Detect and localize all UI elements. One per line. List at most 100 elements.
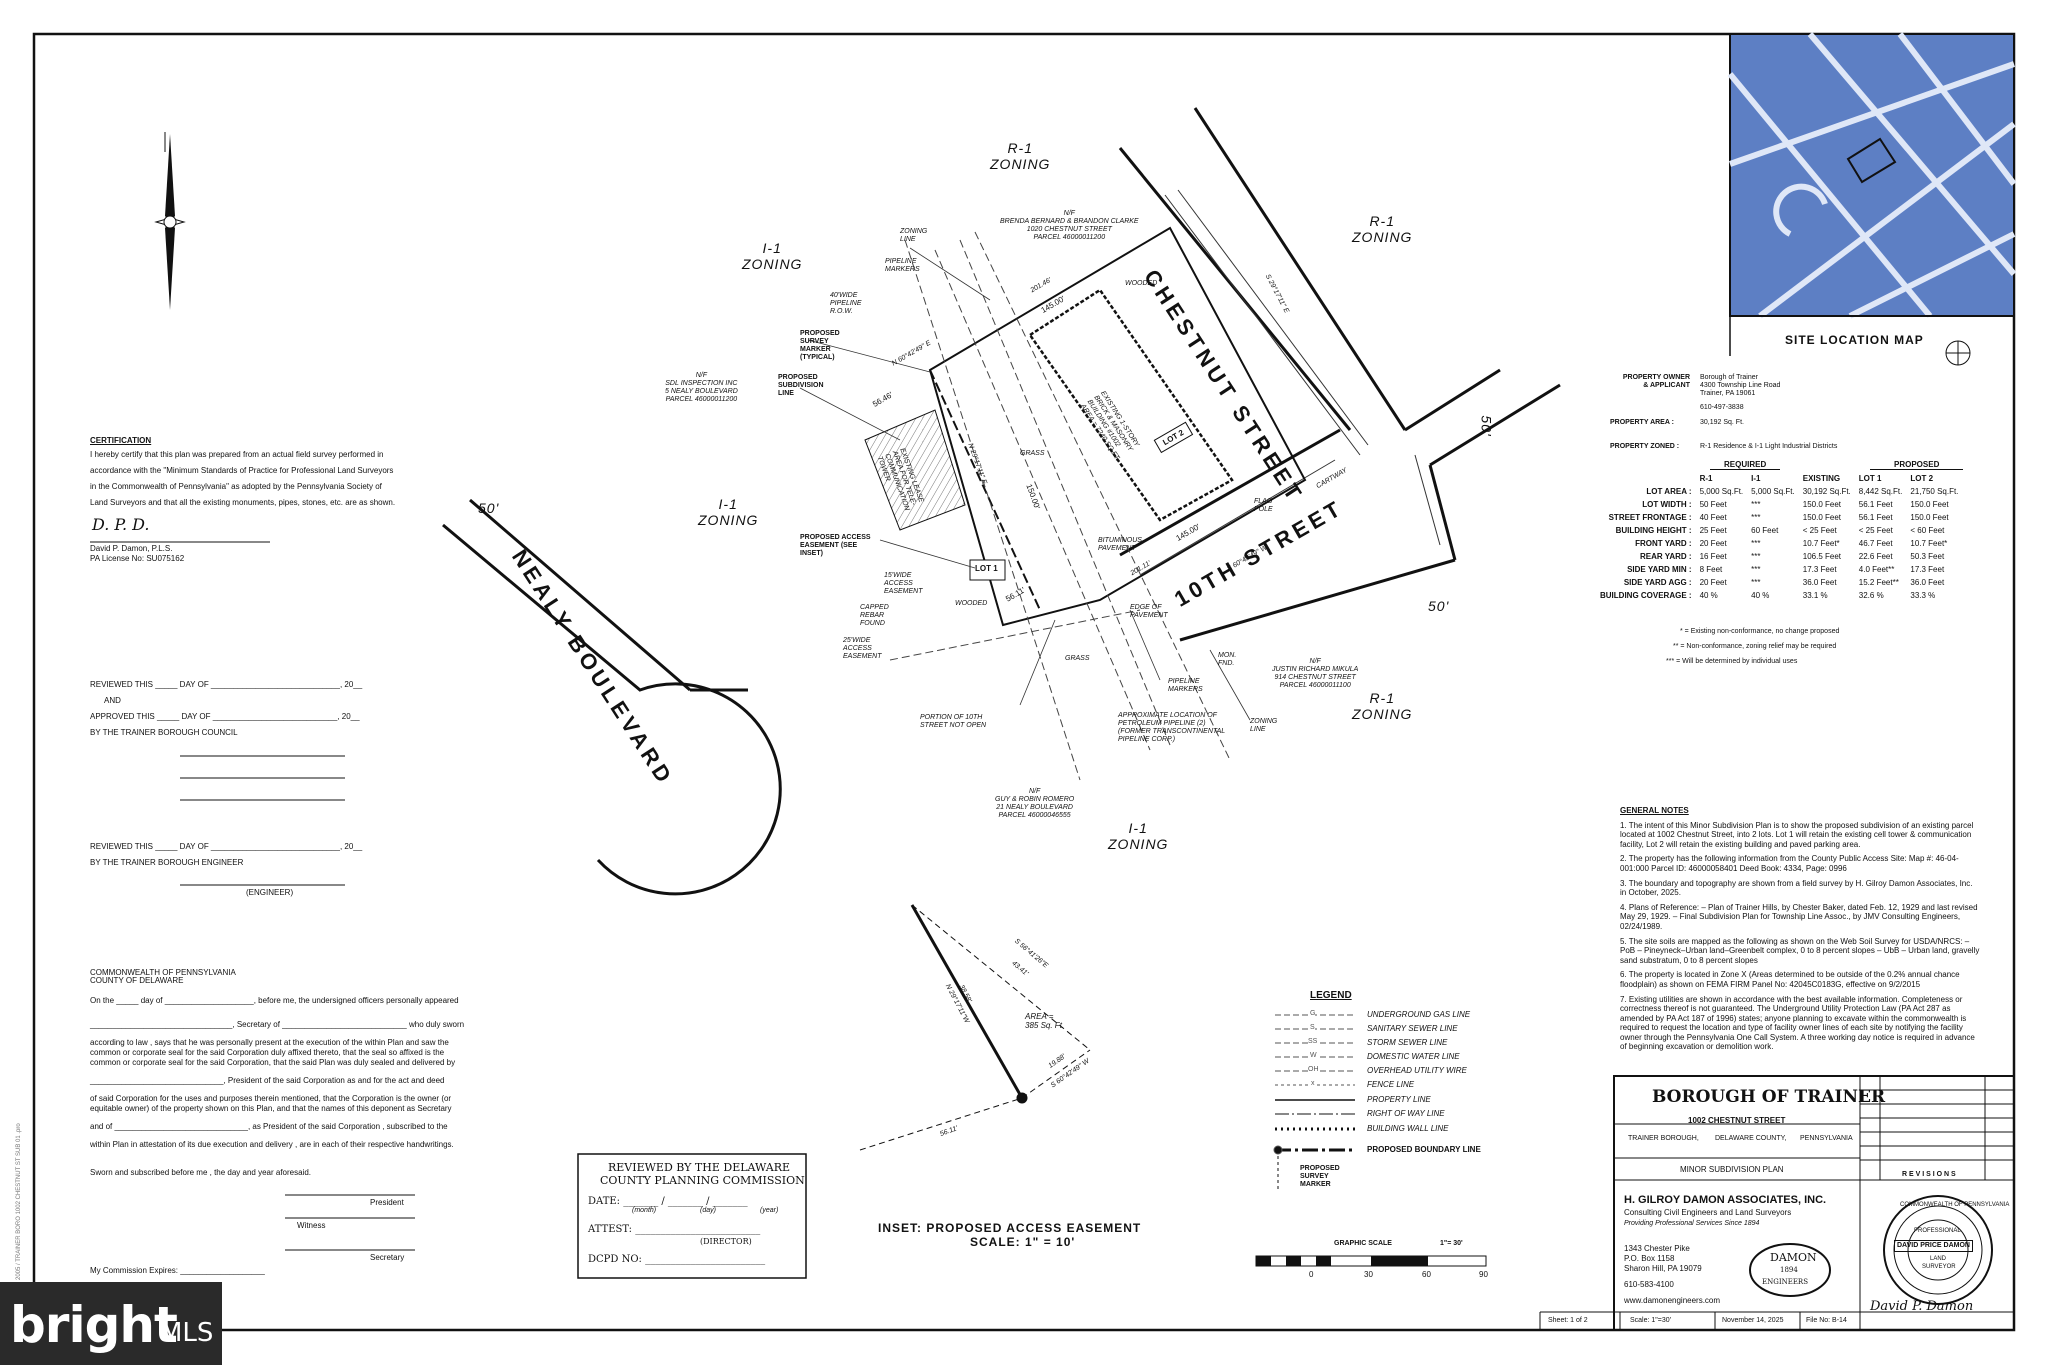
req-col-header-row: R-1 I-1 EXISTING LOT 1 LOT 2 bbox=[1596, 472, 1962, 485]
review-engineer: (ENGINEER) bbox=[246, 888, 294, 897]
table-row: LOT AREA :5,000 Sq.Ft.5,000 Sq.Ft.30,192… bbox=[1596, 485, 1962, 498]
title-plan-type: MINOR SUBDIVISION PLAN bbox=[1680, 1165, 1784, 1174]
note-40-pipeline: 40'WIDE PIPELINE R.O.W. bbox=[830, 292, 862, 316]
scale-tick-30: 30 bbox=[1364, 1270, 1373, 1279]
dcpc-date: DATE: _______ / _______ / _______ bbox=[588, 1196, 748, 1207]
flag-pole-label: FLAG POLE bbox=[1254, 498, 1273, 514]
review-line-1: REVIEWED THIS _____ DAY OF _____________… bbox=[90, 680, 363, 689]
cell: 5,000 Sq.Ft. bbox=[1699, 487, 1744, 496]
legend-item: BUILDING WALL LINE bbox=[1367, 1124, 1449, 1133]
review-line-3: APPROVED THIS _____ DAY OF _____________… bbox=[90, 712, 360, 721]
cell: 20 Feet bbox=[1699, 578, 1727, 587]
general-note-4: 4. Plans of Reference: – Plan of Trainer… bbox=[1620, 902, 1978, 931]
row-label: SIDE YARD MIN : bbox=[1627, 565, 1692, 574]
legend-proposed-boundary: PROPOSED BOUNDARY LINE bbox=[1367, 1145, 1481, 1154]
certification-signer: David P. Damon, P.L.S. bbox=[90, 544, 173, 553]
cell: 150.0 Feet bbox=[1910, 500, 1949, 509]
note-15-access: 15'WIDE ACCESS EASEMENT bbox=[884, 572, 923, 596]
scale-tick-0: 0 bbox=[1309, 1270, 1314, 1279]
review-line-4: BY THE TRAINER BOROUGH COUNCIL bbox=[90, 728, 238, 737]
cell: 30,192 Sq.Ft. bbox=[1802, 487, 1851, 496]
existing-building bbox=[1028, 288, 1234, 522]
legend-item: RIGHT OF WAY LINE bbox=[1367, 1109, 1445, 1118]
notary-p8: equitable owner) of the property shown o… bbox=[90, 1104, 452, 1113]
lot1-box bbox=[969, 559, 1006, 581]
note-portion-10th: PORTION OF 10TH STREET NOT OPEN bbox=[920, 714, 987, 730]
inset-area: AREA = 385 Sq. Ft. bbox=[1025, 1012, 1065, 1031]
inset-title: INSET: PROPOSED ACCESS EASEMENT bbox=[878, 1221, 1142, 1235]
certification-title: CERTIFICATION bbox=[90, 436, 152, 445]
row-label: BUILDING COVERAGE : bbox=[1600, 591, 1692, 600]
cell: *** bbox=[1751, 578, 1761, 587]
legend-code: W bbox=[1310, 1052, 1317, 1061]
legend-code: S bbox=[1310, 1024, 1315, 1033]
bituminous-label: BITUMINOUS PAVEMENT bbox=[1098, 537, 1142, 553]
general-note-1: 1. The intent of this Minor Subdivision … bbox=[1620, 820, 1974, 849]
cell: 56.1 Feet bbox=[1858, 500, 1893, 509]
property-owner-line-3: Trainer, PA 19061 bbox=[1700, 390, 1756, 397]
notary-line-1: COMMONWEALTH OF PENNSYLVANIA bbox=[90, 968, 236, 977]
notary-p3: according to law , says that he was pers… bbox=[90, 1038, 449, 1047]
notary-p5: common or corporate seal for the said Co… bbox=[90, 1058, 456, 1067]
cell: 36.0 Feet bbox=[1910, 578, 1945, 587]
tenth-street bbox=[1119, 428, 1456, 642]
notary-p1: On the _____ day of ____________________… bbox=[90, 996, 459, 1005]
graphic-scale-bar bbox=[1255, 1255, 1487, 1267]
notary-expires: My Commission Expires: _________________… bbox=[90, 1266, 265, 1275]
notary-p6: ______________________________, Presiden… bbox=[90, 1076, 445, 1085]
review-line-5: REVIEWED THIS _____ DAY OF _____________… bbox=[90, 842, 363, 851]
inset-easement-drawing bbox=[859, 904, 1091, 1151]
certification-line-4: Land Surveyors and that all the existing… bbox=[90, 498, 396, 507]
row-label: LOT AREA : bbox=[1646, 487, 1692, 496]
dcpc-box bbox=[577, 1153, 807, 1279]
dcpc-day: (day) bbox=[700, 1207, 716, 1214]
firm-website[interactable]: www.damonengineers.com bbox=[1624, 1296, 1721, 1305]
dcpc-director: (DIRECTOR) bbox=[700, 1237, 752, 1246]
req-note-3: *** = Will be determined by individual u… bbox=[1666, 658, 1798, 665]
legend-item: STORM SEWER LINE bbox=[1367, 1038, 1448, 1047]
general-note-7: 7. Existing utilities are shown in accor… bbox=[1620, 994, 1975, 1052]
dcpc-year: (year) bbox=[760, 1207, 779, 1214]
sheet-scale: Scale: 1"=30' bbox=[1630, 1317, 1671, 1324]
notary-p11: Sworn and subscribed before me , the day… bbox=[90, 1168, 312, 1177]
dcpc-number: DCPD NO: ________________________ bbox=[588, 1254, 766, 1265]
legend-item: OVERHEAD UTILITY WIRE bbox=[1367, 1066, 1467, 1075]
cell: 50.3 Feet bbox=[1910, 552, 1945, 561]
property-zoned-value: R-1 Residence & I-1 Light Industrial Dis… bbox=[1700, 443, 1838, 450]
legend-item: PROPERTY LINE bbox=[1367, 1095, 1431, 1104]
title-borough: BOROUGH OF TRAINER bbox=[1652, 1087, 1886, 1107]
dcpc-month: (month) bbox=[632, 1207, 657, 1214]
firm-subtitle: Consulting Civil Engineers and Land Surv… bbox=[1624, 1208, 1792, 1217]
note-25-access: 25'WIDE ACCESS EASEMENT bbox=[843, 637, 882, 661]
row-label: BUILDING HEIGHT : bbox=[1615, 526, 1692, 535]
notary-p7: of said Corporation for the uses and pur… bbox=[90, 1094, 452, 1103]
firm-phone: 610-583-4100 bbox=[1624, 1280, 1674, 1289]
row-label: SIDE YARD AGG : bbox=[1623, 578, 1692, 587]
wooded-label: WOODED bbox=[1125, 280, 1158, 287]
cell: 40 % bbox=[1751, 591, 1770, 600]
firm-address-1: 1343 Chester Pike bbox=[1624, 1244, 1690, 1253]
monument-label: MON. FND. bbox=[1218, 652, 1237, 668]
legend-proposed-marker: PROPOSED SURVEY MARKER bbox=[1300, 1165, 1340, 1189]
certification-signature: D. P. D. bbox=[92, 515, 150, 534]
req-head-required: REQUIRED bbox=[1710, 460, 1781, 471]
bright-mls-watermark: bright MLS bbox=[0, 1282, 222, 1365]
scale-tick-60: 60 bbox=[1422, 1270, 1431, 1279]
firm-address-2: P.O. Box 1158 bbox=[1624, 1254, 1675, 1263]
street-width-right-bottom: 50' bbox=[1428, 598, 1450, 614]
notary-witness: Witness bbox=[297, 1221, 326, 1230]
title-revisions: R E V I S I O N S bbox=[1902, 1171, 1956, 1178]
neighbor-right: N/F JUSTIN RICHARD MIKULA 914 CHESTNUT S… bbox=[1272, 658, 1359, 690]
legend-code: G bbox=[1310, 1010, 1316, 1019]
cell: 10.7 Feet* bbox=[1910, 539, 1948, 548]
